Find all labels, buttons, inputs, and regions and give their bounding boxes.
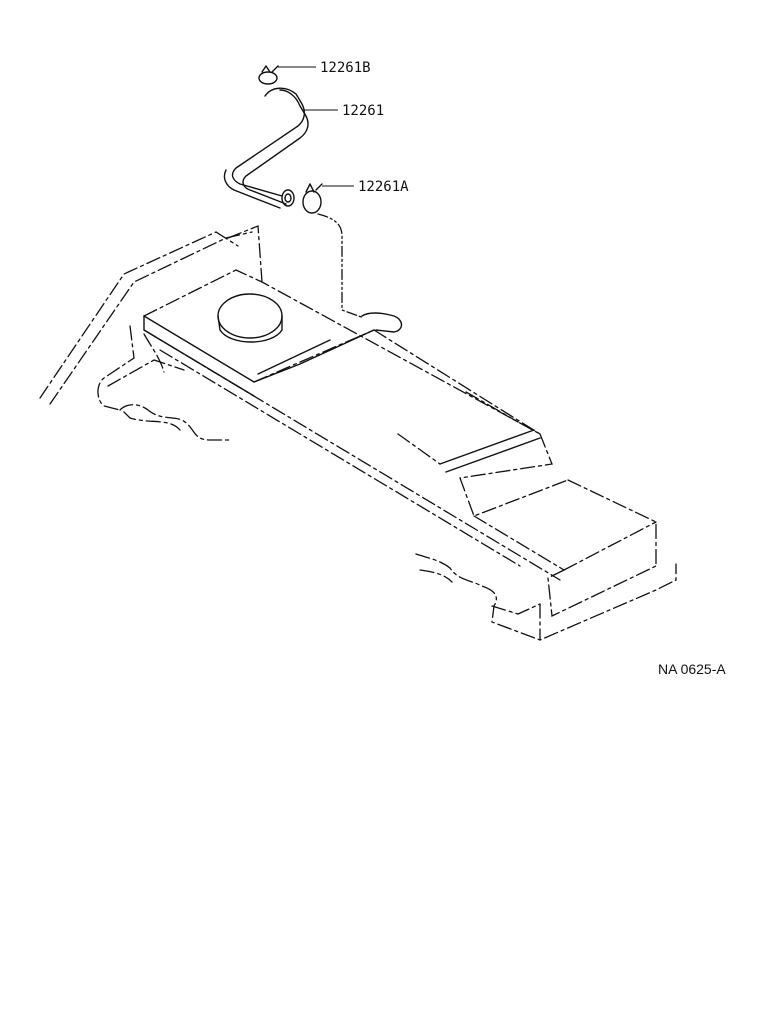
callout-12261: 12261 [342, 103, 384, 119]
callout-12261b: 12261B [320, 60, 371, 76]
connection-line [317, 213, 403, 333]
leader-lines [278, 66, 354, 187]
diagram-reference-code: NA 0625-A [658, 661, 726, 677]
callout-12261a: 12261A [358, 179, 409, 195]
engine-block-outline [39, 225, 677, 641]
hose-clamp-bottom [302, 183, 323, 214]
ventilation-hose [223, 87, 309, 209]
oil-filler-cap [217, 293, 283, 343]
hose-clamp-top [258, 65, 279, 85]
